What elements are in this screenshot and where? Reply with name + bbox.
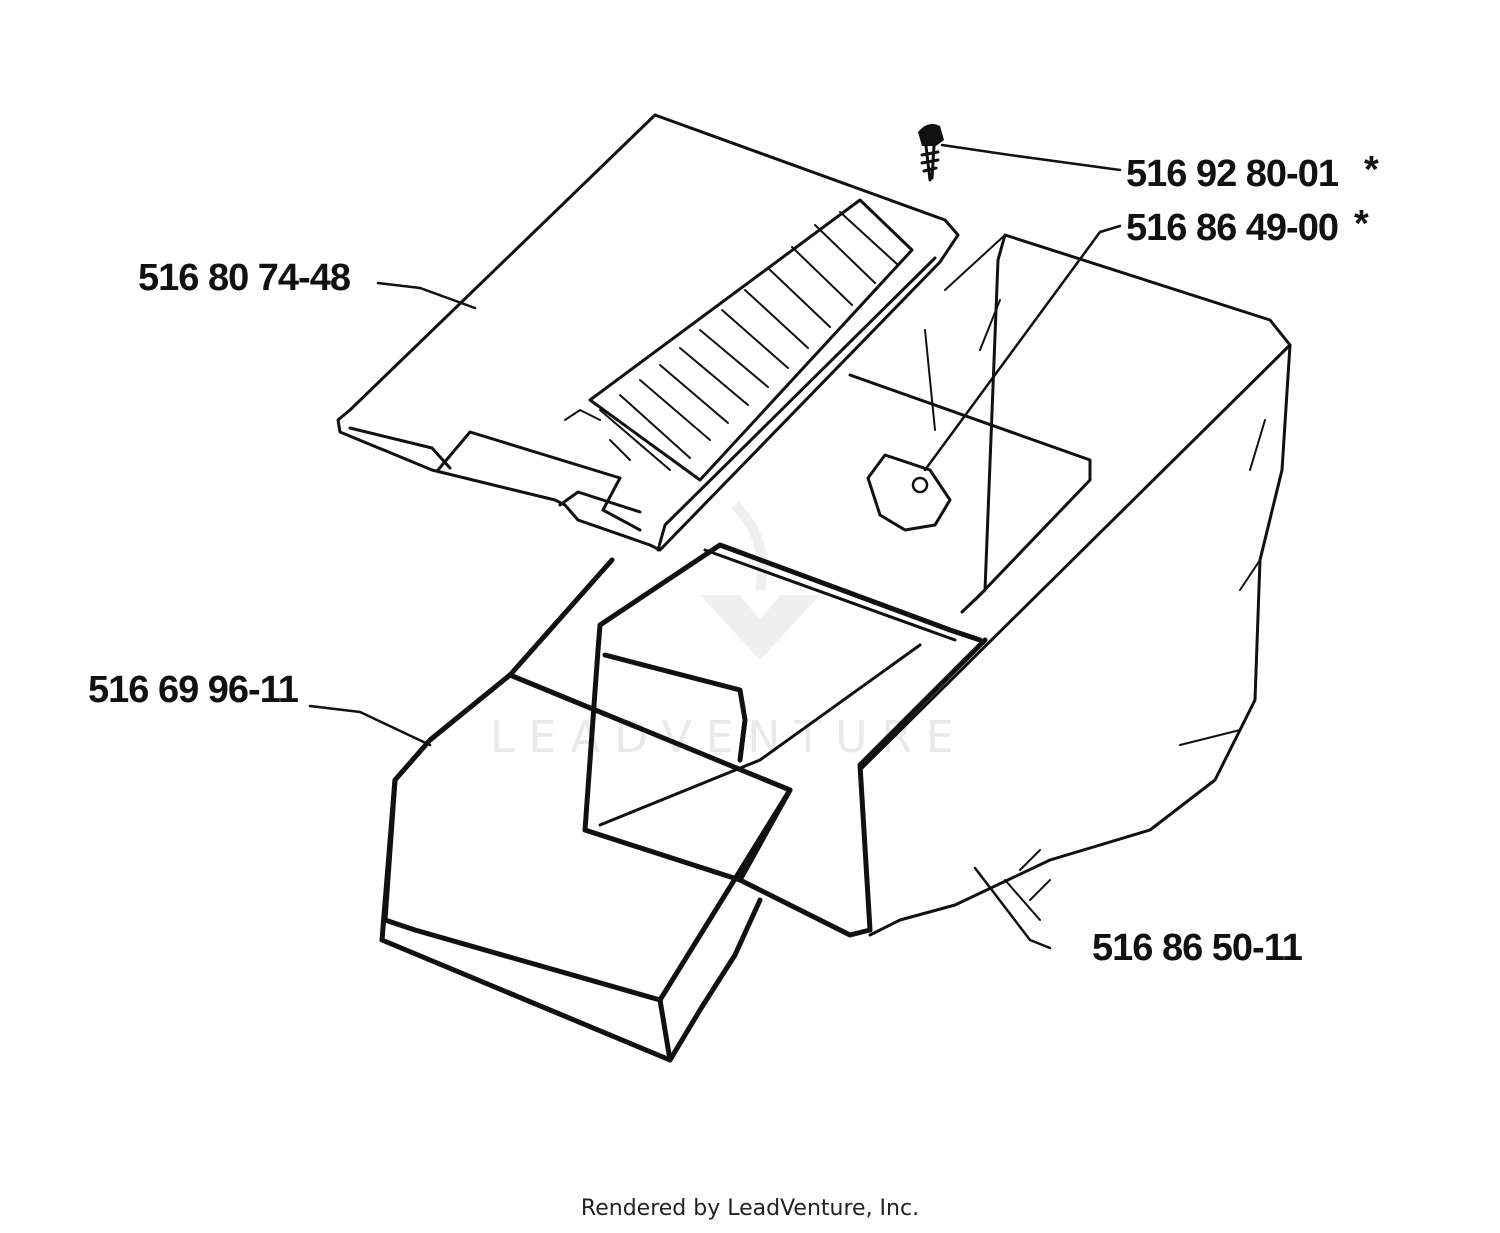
part-note-screw: * [1364,149,1379,191]
screw-drawing [918,124,944,182]
footer-credit: Rendered by LeadVenture, Inc. [580,1196,920,1221]
part-label-bag: 516 86 50-11 [1092,927,1304,969]
leader-frame [308,704,432,747]
part-note-bracket: * [1354,203,1369,245]
watermark: LEADVENTURE [490,501,968,763]
part-label-bracket: 516 86 49-00 * [1126,203,1370,249]
bag-drawing [848,233,1292,937]
leader-lid [376,281,477,310]
watermark-text: LEADVENTURE [490,712,968,763]
part-number-screw: 516 92 80-01 [1126,153,1339,195]
part-number-bag: 516 86 50-11 [1092,927,1303,969]
frame-drawing [379,542,988,1063]
part-number-frame: 516 69 96-11 [88,669,299,711]
leader-bag [973,866,1052,950]
part-number-lid: 516 80 74-48 [138,257,350,299]
part-number-bracket: 516 86 49-00 [1126,207,1338,249]
part-label-screw: 516 92 80-01 * [1126,149,1380,195]
leader-bracket [923,224,1122,472]
bracket-drawing [866,453,952,532]
leader-screw [940,143,1122,172]
part-label-lid: 516 80 74-48 [138,257,351,299]
lid-drawing [336,113,960,552]
part-label-frame: 516 69 96-11 [88,669,300,711]
